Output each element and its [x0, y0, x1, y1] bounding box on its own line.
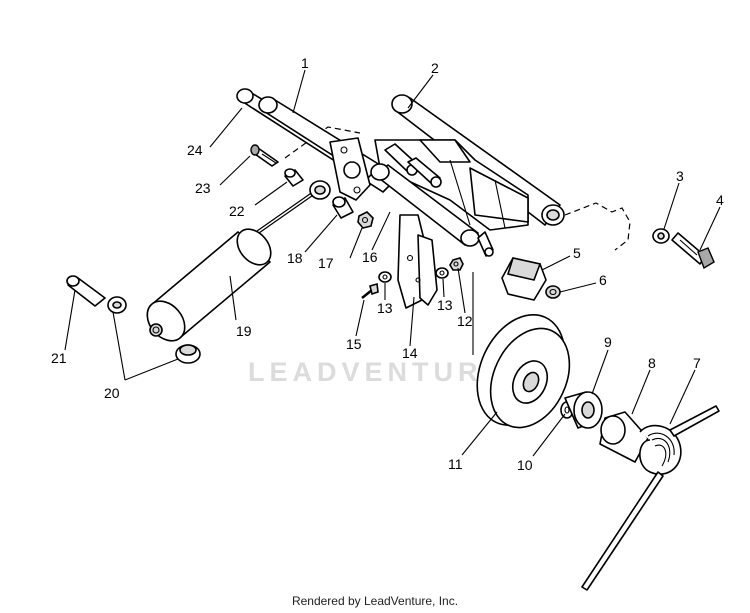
callout-12: 12 [457, 313, 473, 329]
part-6-nut [545, 285, 561, 299]
part-1-front-shaft [236, 88, 396, 193]
callout-23: 23 [195, 180, 211, 196]
callout-4: 4 [716, 192, 724, 208]
footer-credit: Rendered by LeadVenture, Inc. [291, 594, 459, 608]
part-12-nut [449, 257, 464, 271]
leader-lines [64, 69, 721, 457]
callout-8: 8 [648, 355, 656, 371]
part-17-nut [357, 211, 374, 229]
callout-1: 1 [301, 55, 309, 71]
callout-6: 6 [599, 272, 607, 288]
frame-pins [384, 143, 442, 188]
callout-13-right: 13 [437, 297, 453, 313]
callout-14: 14 [402, 345, 418, 361]
part-11-idler-wheel [476, 313, 571, 429]
callout-22: 22 [229, 203, 245, 219]
part-20-bushing-upper [107, 296, 127, 314]
callout-20: 20 [104, 385, 120, 401]
part-18-rod-eye [309, 180, 331, 200]
callout-5: 5 [573, 245, 581, 261]
callout-21: 21 [51, 350, 67, 366]
callout-10: 10 [517, 457, 533, 473]
part-21-pin [66, 275, 106, 307]
callout-labels: 1 2 3 4 5 6 7 8 9 10 11 12 13 13 14 15 1… [51, 55, 724, 473]
callout-3: 3 [676, 168, 684, 184]
part-15-screw [361, 282, 379, 299]
part-13-washer-right [435, 267, 449, 279]
callout-17: 17 [318, 255, 334, 271]
callout-7: 7 [693, 355, 701, 371]
part-23-bolt [250, 144, 279, 167]
callout-24: 24 [187, 142, 203, 158]
watermark-text: LEADVENTURE [248, 357, 506, 387]
part-5-block [501, 257, 547, 301]
callout-2: 2 [431, 60, 439, 76]
lower-rail-shaft [370, 163, 494, 257]
part-20-bushing-lower [175, 344, 201, 364]
callout-15: 15 [346, 336, 362, 352]
part-3-washer [652, 228, 670, 244]
part-19-shock [146, 188, 320, 342]
part-9-spacer [564, 391, 603, 429]
part-4-bolt [671, 232, 715, 270]
part-22-bushing [284, 168, 304, 187]
part-18-spacer [332, 196, 354, 219]
part-7-torsion-spring [581, 405, 720, 591]
part-13-washer-left [378, 271, 392, 283]
callout-18: 18 [287, 250, 303, 266]
phantom-line-right [564, 202, 631, 251]
callout-13-left: 13 [377, 300, 393, 316]
part-8-spring-holder [599, 411, 649, 463]
callout-19: 19 [236, 323, 252, 339]
phantom-line-upper [284, 126, 361, 159]
part-14-bracket [397, 214, 438, 309]
callout-16: 16 [362, 249, 378, 265]
callout-11: 11 [448, 456, 463, 472]
callout-9: 9 [604, 334, 612, 350]
mounting-plate [329, 137, 371, 201]
